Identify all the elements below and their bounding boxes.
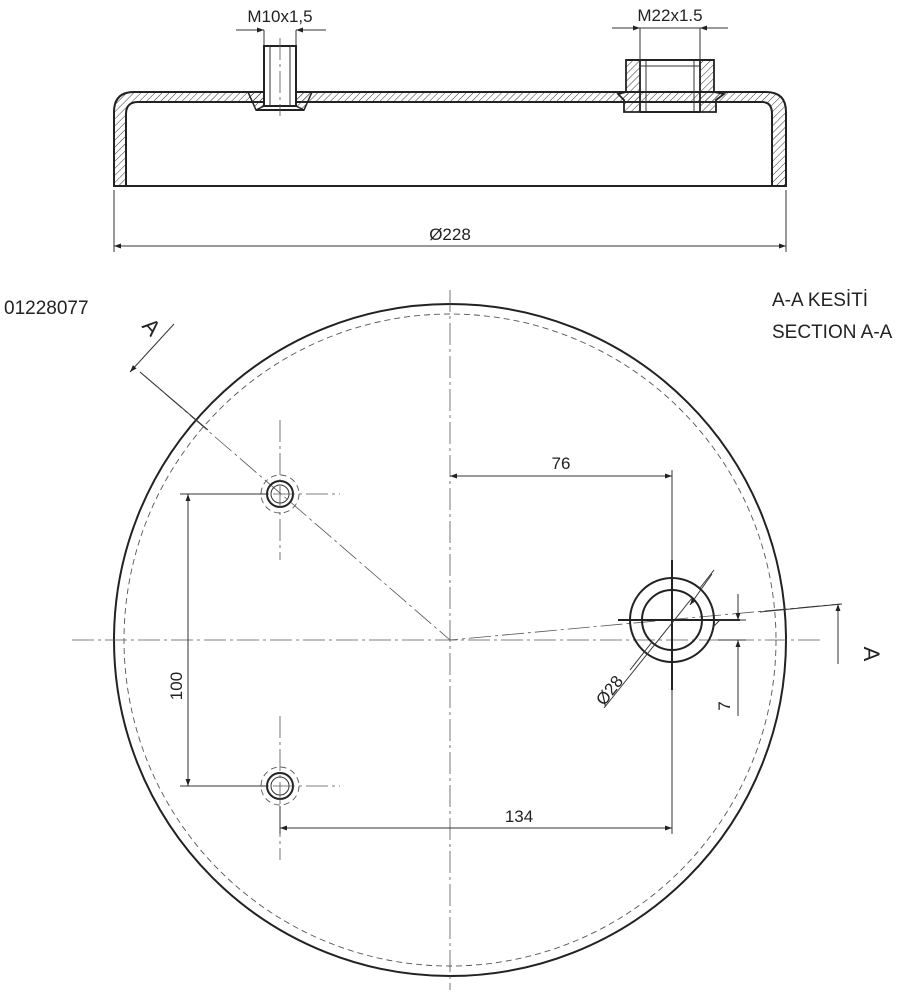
dimension-hole-diameter: Ø28 <box>592 569 721 709</box>
section-marker-right: A <box>859 647 884 662</box>
lower-stud-hole <box>240 716 340 860</box>
thread-large-label: M22x1.5 <box>637 6 702 25</box>
small-stud <box>246 38 314 116</box>
large-hole <box>618 560 740 690</box>
section-shell <box>113 91 787 187</box>
dimension-76-label: 76 <box>552 454 571 473</box>
dimension-100: 100 <box>167 493 268 787</box>
outer-diameter-label: Ø228 <box>429 225 471 244</box>
part-number: 01228077 <box>4 298 89 319</box>
dimension-100-label: 100 <box>167 672 186 700</box>
thread-small-label: M10x1,5 <box>247 7 312 26</box>
hole-diameter-label: Ø28 <box>592 672 627 709</box>
thread-large-dimension: M22x1.5 <box>612 6 728 60</box>
thread-small-dimension: M10x1,5 <box>236 7 326 46</box>
dimension-7: 7 <box>715 594 746 716</box>
dimension-134: 134 <box>279 690 673 834</box>
section-view: M10x1,5 M22x1.5 Ø228 <box>113 6 787 252</box>
dimension-134-label: 134 <box>505 807 533 826</box>
section-line-a: A A <box>129 313 884 664</box>
section-title-tr: A-A KESİTİ <box>772 290 868 311</box>
outer-diameter-dimension: Ø228 <box>113 190 787 252</box>
upper-stud-hole <box>240 420 340 560</box>
threaded-boss <box>616 59 727 113</box>
dimension-7-label: 7 <box>715 701 734 710</box>
section-title-en: SECTION A-A <box>772 322 893 343</box>
plan-view: A A <box>72 290 884 990</box>
dimension-76: 76 <box>450 454 673 560</box>
